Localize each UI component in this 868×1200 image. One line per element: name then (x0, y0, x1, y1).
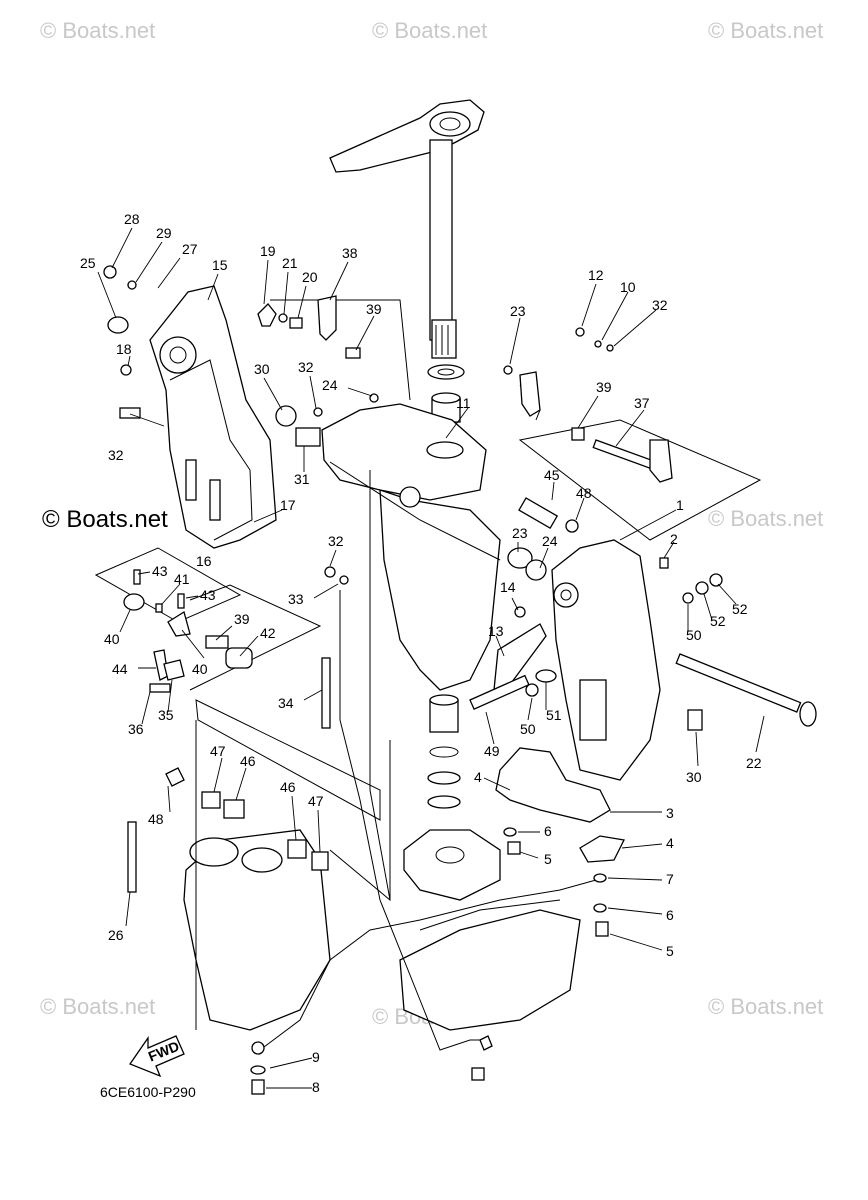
callout-45: 45 (544, 467, 560, 483)
watermark: © Boats.net (708, 994, 824, 1019)
callout-41: 41 (174, 571, 190, 587)
callout-43: 43 (200, 587, 216, 603)
callout-44: 44 (112, 661, 128, 677)
callout-32: 23 (510, 303, 526, 319)
callout-5: 5 (666, 943, 674, 959)
watermark: © Boats.net (40, 994, 156, 1019)
callout-4: 4 (474, 769, 482, 785)
callout-18: 18 (116, 341, 132, 357)
callout-30: 32 (108, 447, 124, 463)
callout-51: 51 (546, 707, 562, 723)
callout-43: 43 (152, 563, 168, 579)
callout-21: 21 (282, 255, 298, 271)
callout-24: 30 (254, 361, 270, 377)
callout-4: 4 (666, 835, 674, 851)
callout-36: 36 (128, 721, 144, 737)
callout-47: 47 (308, 793, 324, 809)
callout-39: 39 (596, 379, 612, 395)
callout-40: 40 (192, 661, 208, 677)
hardware (103, 265, 723, 1095)
callout-52: 52 (732, 601, 748, 617)
left-bracket (149, 285, 277, 549)
swivel-bracket (321, 403, 501, 691)
callout-22: 22 (746, 755, 762, 771)
callout-31: 11 (456, 395, 471, 411)
callout-32: 32 (328, 533, 344, 549)
callout-29: 29 (156, 225, 172, 241)
callout-47: 47 (210, 743, 226, 759)
through-bolt (675, 653, 817, 727)
lower-mount (403, 694, 501, 901)
callout-28: 28 (124, 211, 140, 227)
callout-8: 8 (312, 1079, 320, 1095)
callout-9: 9 (312, 1049, 320, 1065)
steering-arm (329, 99, 485, 359)
callout-34: 34 (278, 695, 294, 711)
callout-39: 39 (234, 611, 250, 627)
callout-16: 16 (196, 553, 212, 569)
callout-23: 31 (294, 471, 310, 487)
callout-46: 46 (240, 753, 256, 769)
power-unit (183, 829, 581, 1031)
callout-6: 6 (544, 823, 552, 839)
watermark: © Boats.net (40, 18, 156, 43)
diagram-code: 6CE6100-P290 (100, 1084, 196, 1100)
callout-42: 42 (260, 625, 276, 641)
callout-25: 25 (80, 255, 96, 271)
callout-39: 39 (366, 301, 382, 317)
callout-6: 6 (666, 907, 674, 923)
callout-50: 50 (520, 721, 536, 737)
watermark: © Boats.net (708, 18, 824, 43)
callout-numbers: 28 29 27 25 15 19 21 20 38 18 39 32 24 3… (80, 211, 762, 1095)
callout-48: 48 (576, 485, 592, 501)
mount-plate (495, 747, 625, 863)
callout-5: 5 (544, 851, 552, 867)
callout-13: 13 (488, 623, 504, 639)
callout-3: 3 (666, 805, 674, 821)
callout-11: 12 (588, 267, 604, 283)
callout-52: 52 (710, 613, 726, 629)
callout-17: 17 (280, 497, 296, 513)
callout-7: 7 (666, 871, 674, 887)
callout-32: 32 (298, 359, 314, 375)
callout-37: 37 (634, 395, 650, 411)
callout-35: 35 (158, 707, 174, 723)
callout-15: 15 (212, 257, 228, 273)
group-outlines (94, 299, 762, 1030)
callout-23: 23 (512, 525, 528, 541)
callout-46: 46 (280, 779, 296, 795)
watermark: © Boats.net (708, 506, 824, 531)
callout-27: 27 (182, 241, 198, 257)
callout-26: 26 (108, 927, 124, 943)
watermark: © Boats.net (42, 506, 168, 533)
callout-24: 24 (542, 533, 558, 549)
fwd-arrow: FWD (129, 1035, 185, 1078)
callout-32: 24 (322, 377, 338, 393)
callout-2: 2 (670, 531, 678, 547)
callout-19: 19 (260, 243, 276, 259)
right-bracket (551, 539, 661, 781)
callout-14: 14 (500, 579, 516, 595)
callout-40: 40 (104, 631, 120, 647)
callout-33: 33 (288, 591, 304, 607)
watermark: © Boats.net (372, 18, 488, 43)
callout-1: 1 (676, 497, 684, 513)
callout-48: 48 (148, 811, 164, 827)
callout-10: 32 (652, 297, 668, 313)
callout-38: 38 (342, 245, 358, 261)
callout-49: 49 (484, 743, 500, 759)
callout-12: 10 (620, 279, 636, 295)
callout-50: 50 (686, 627, 702, 643)
callout-30: 30 (686, 769, 702, 785)
callout-20: 20 (302, 269, 318, 285)
leader-lines (97, 227, 765, 1089)
